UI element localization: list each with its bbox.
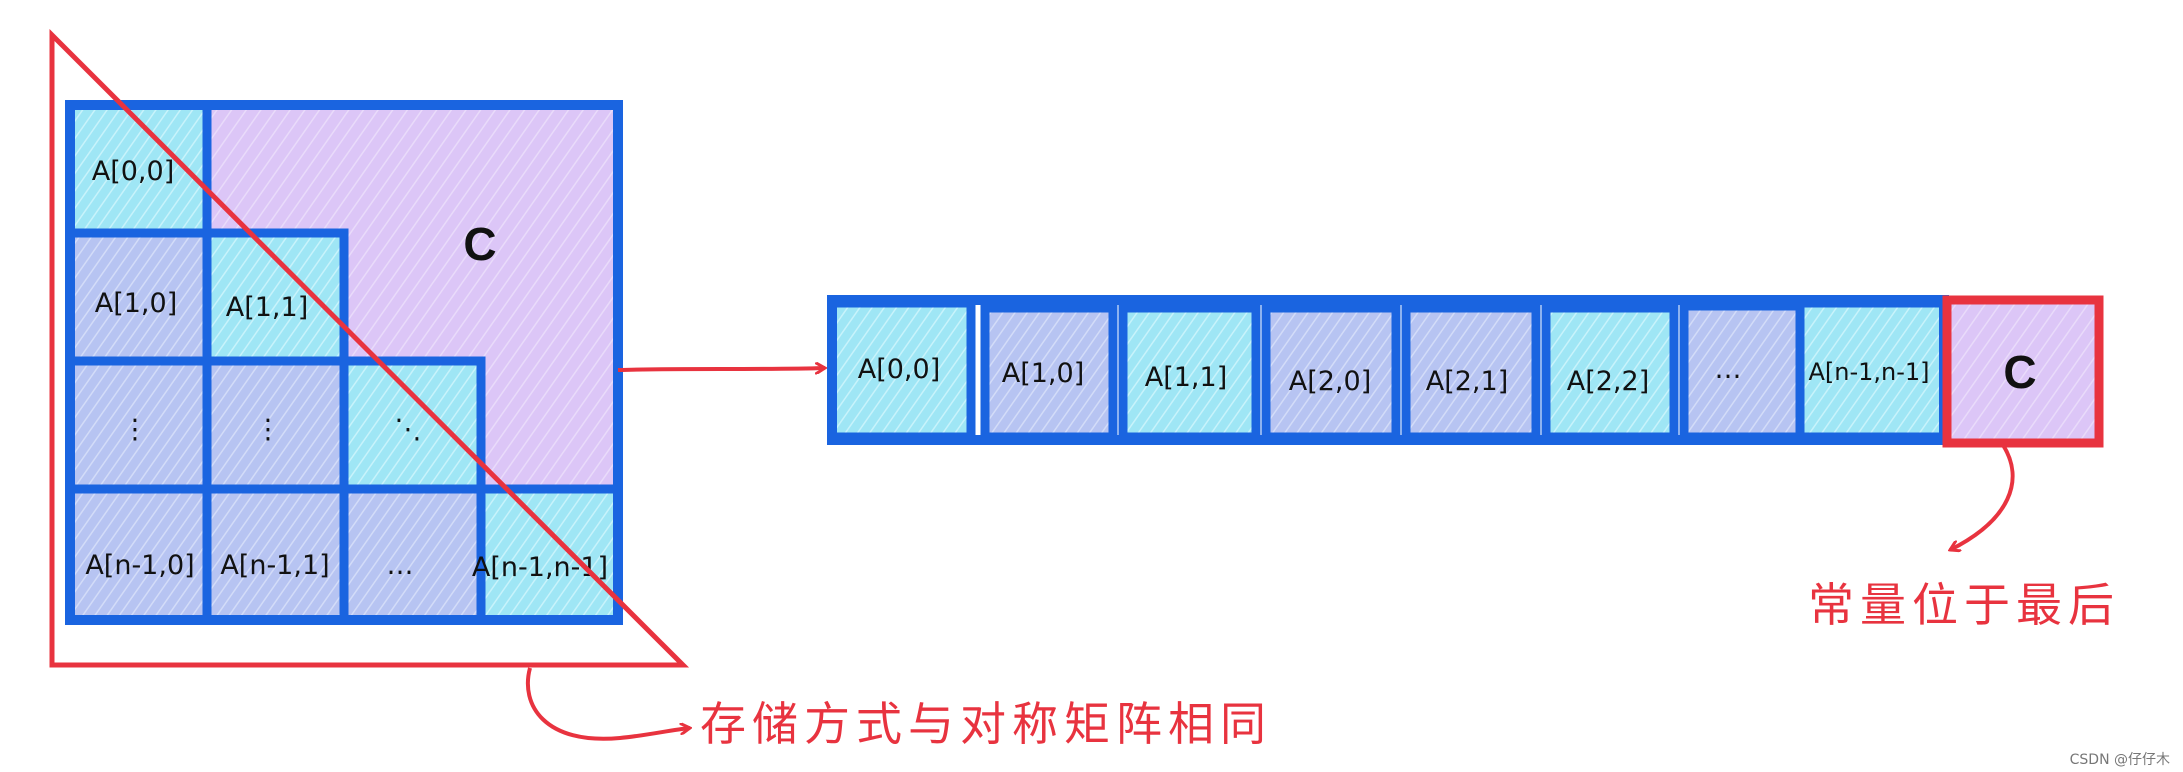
matrix-cell [476,484,623,625]
matrix-cell-label: A[n-1,0] [85,550,194,581]
matrix-cell-label: ⋮ [255,414,282,445]
constant-note-arrow [1950,443,2015,550]
array-cell-label: A[2,1] [1426,366,1508,397]
array-cell-label: A[1,1] [1145,362,1227,393]
matrix-cell-label: ⋱ [395,414,422,445]
storage-array: A[0,0] A[1,0] A[1,1] A[2,0] A[2,1] A[2,2… [827,295,2104,448]
array-cell [1679,301,1805,442]
lower-triangle-outline [49,28,690,668]
matrix-cell-label: ⋮ [122,414,149,445]
matrix-cell [202,484,349,625]
array-cell [1401,303,1541,442]
matrix-cell-label: … [387,550,414,581]
array-constant-cell [1942,295,2104,448]
array-cell-label: A[2,0] [1289,366,1371,397]
matrix-constant-label: C [463,218,496,270]
array-cell [1541,303,1679,442]
matrix: A[0,0] A[1,0] A[1,1] ⋮ ⋮ ⋱ A[n-1,0] A[n-… [65,100,623,625]
array-cell-label: A[2,2] [1567,366,1649,397]
array-cell [1118,303,1261,442]
matrix-cell [65,228,212,366]
array-cell-label: A[n-1,n-1] [1808,358,1929,386]
matrix-cell-label: A[0,0] [92,156,174,187]
array-cell-label: … [1715,354,1742,385]
matrix-border [65,100,623,625]
storage-note-arrow [525,667,690,741]
constant-note: 常量位于最后 [1808,578,2120,632]
array-constant-label: C [2003,346,2036,398]
array-cell-label: A[1,0] [1002,358,1084,389]
watermark: CSDN @仔仔木 [2070,752,2170,768]
matrix-cell-label: A[n-1,1] [220,550,329,581]
storage-note: 存储方式与对称矩阵相同 [700,697,1272,751]
matrix-to-array-arrow [617,368,825,370]
matrix-cell-label: A[1,0] [95,288,177,319]
array-cell-label: A[0,0] [858,354,940,385]
matrix-cell [202,228,349,366]
matrix-cell-label: A[1,1] [226,292,308,323]
